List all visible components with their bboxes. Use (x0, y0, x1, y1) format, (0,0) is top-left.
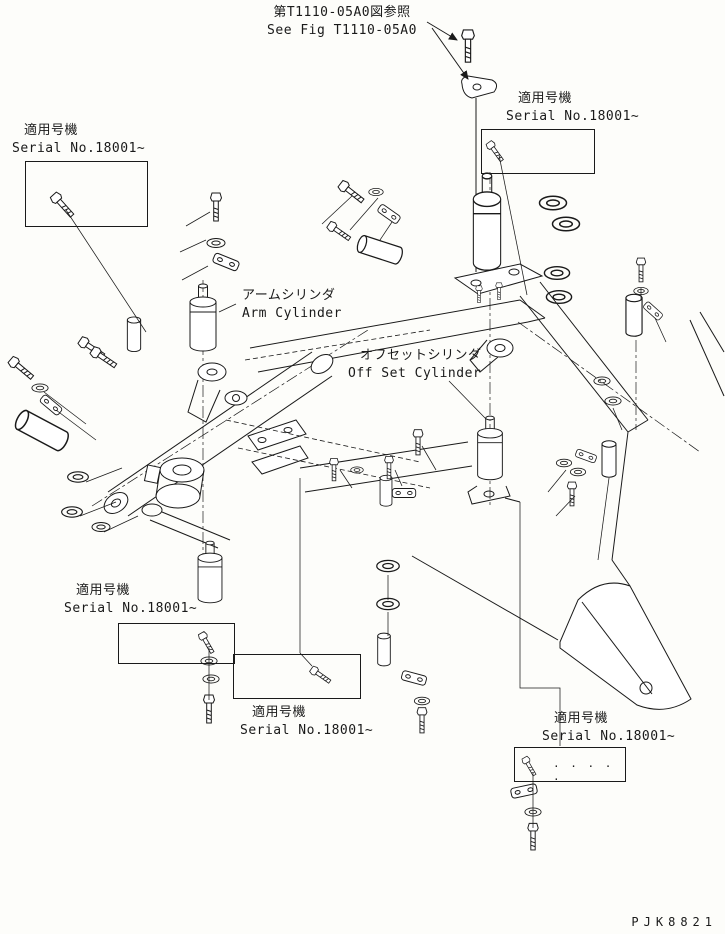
serial-note-en: Serial No.18001~ (12, 141, 146, 157)
serial-note-en: Serial No.18001~ (240, 723, 374, 739)
serial-note-en: Serial No.18001~ (64, 601, 198, 617)
serial-box-mid-left (118, 623, 235, 664)
serial-note-jp: 適用号機 (24, 123, 79, 138)
serial-box-bottom-right: . . . . . (514, 747, 626, 783)
serial-box-bottom-center (233, 654, 361, 699)
serial-box-top-left (25, 161, 148, 227)
arm-cylinder-label-jp: アームシリンダ (242, 288, 336, 303)
serial-note-jp: 適用号機 (76, 583, 131, 598)
serial-note-jp: 適用号機 (252, 705, 307, 720)
arm-cylinder-label: アームシリンダ Arm Cylinder (220, 287, 342, 323)
offset-cylinder-label-jp: オフセットシリンダ (360, 348, 482, 363)
arm-cylinder-part (189, 283, 217, 352)
arm-cylinder-label-en: Arm Cylinder (242, 306, 342, 322)
serial-note-jp: 適用号機 (554, 711, 609, 726)
offset-cylinder-label-en: Off Set Cylinder (348, 366, 482, 382)
drawing-number: PJK8821 (631, 915, 717, 929)
serial-note-jp: 適用号機 (518, 91, 573, 106)
serial-note-bottom-center: 適用号機 Serial No.18001~ (240, 704, 373, 740)
serial-note-top-left: 適用号機 Serial No.18001~ (12, 122, 145, 158)
reference-arrows (426, 21, 469, 80)
figure-reference: 第T1110-05A0図参照 See Fig T1110-05A0 (242, 4, 442, 40)
offset-cylinder-label: オフセットシリンダ Off Set Cylinder (348, 347, 482, 383)
serial-note-en: Serial No.18001~ (506, 109, 640, 125)
serial-box-top-right (481, 129, 595, 174)
figure-reference-jp: 第T1110-05A0図参照 (273, 5, 411, 20)
figure-reference-en: See Fig T1110-05A0 (267, 23, 417, 39)
leader-lines (43, 154, 667, 828)
serial-note-bottom-right: 適用号機 Serial No.18001~ (542, 710, 675, 746)
serial-note-en: Serial No.18001~ (542, 729, 676, 745)
serial-box-dots: . . . . . (553, 757, 614, 783)
serial-note-top-right: 適用号機 Serial No.18001~ (506, 90, 639, 126)
serial-note-mid-left: 適用号機 Serial No.18001~ (64, 582, 197, 618)
